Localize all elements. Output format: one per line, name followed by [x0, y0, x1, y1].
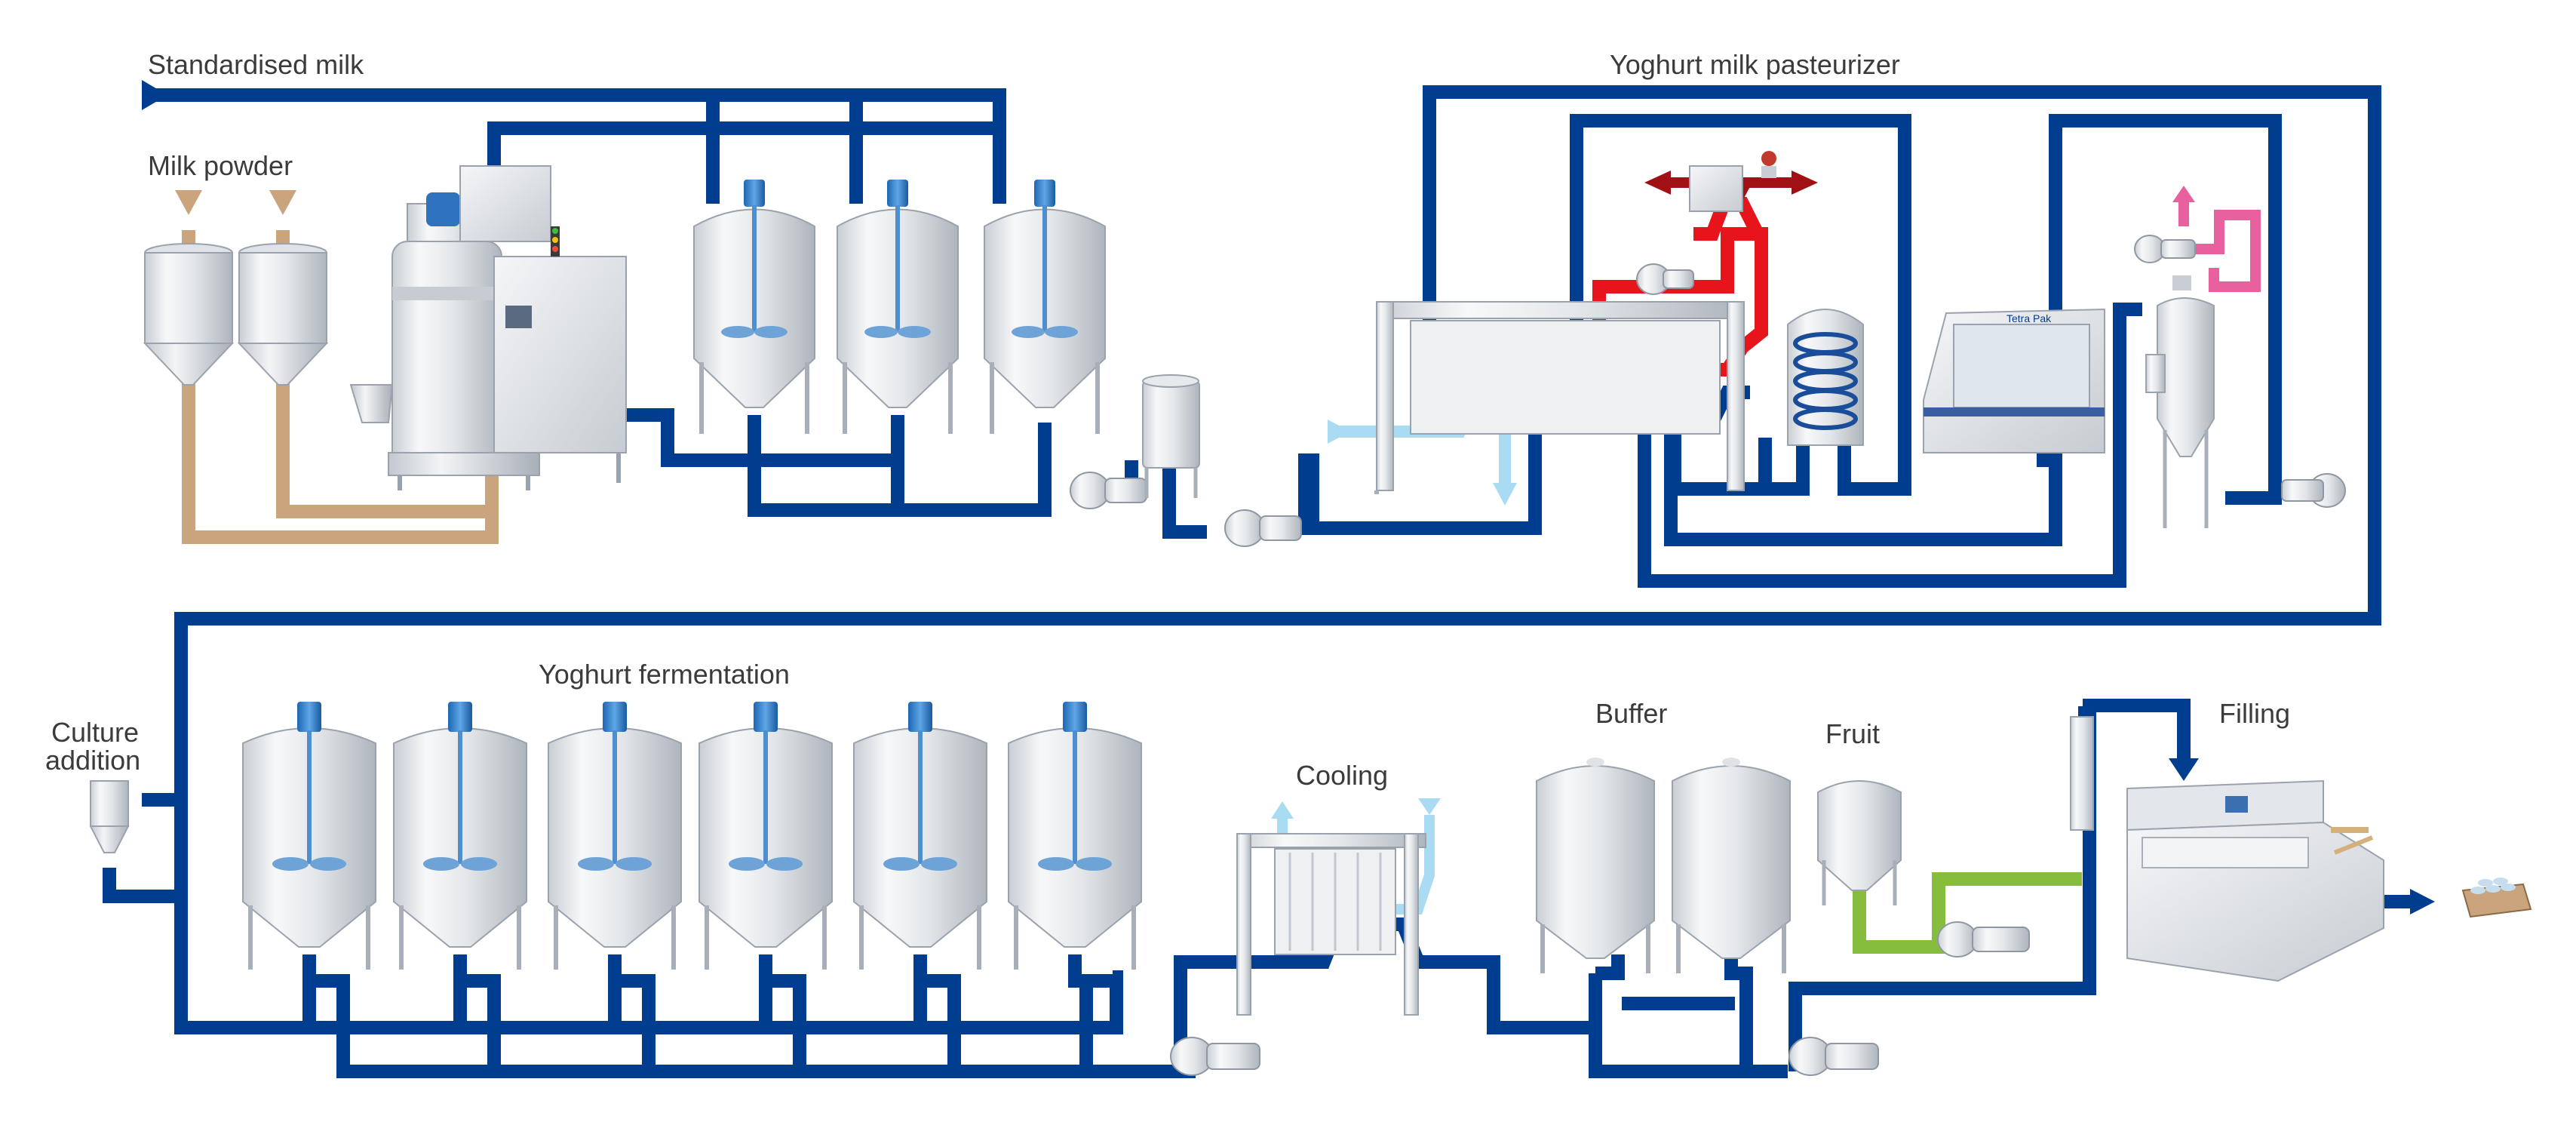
mix-transfer-pipe: [626, 408, 1052, 517]
mix-tanks: [693, 180, 1106, 434]
centrifugal-pump-icon: [1937, 921, 2030, 957]
plate-heat-exchanger-icon: [1236, 833, 1426, 1016]
fruit-pipe: [1853, 872, 2082, 954]
agitated-tank-icon: [853, 702, 987, 970]
fermentation-tanks: [242, 702, 1142, 970]
inline-mixer: [2070, 716, 2094, 831]
filling-inlet-arrow-icon: [2169, 758, 2199, 781]
mixing-tank: [391, 241, 502, 476]
centrifugal-pump-icon: [2281, 473, 2346, 508]
storage-tank-icon: [1536, 758, 1655, 973]
silo-icon: [237, 243, 329, 386]
filling-machine-icon: [2126, 779, 2384, 982]
powder-inlet-arrow-icon: [175, 190, 202, 215]
fermentation-manifold-pipe: [174, 896, 1196, 1078]
motor-icon: [426, 192, 460, 226]
steam-heater: [1689, 151, 1776, 212]
product-out-arrow-icon: [2410, 889, 2435, 914]
steam-inlet-arrow-icon: [1792, 171, 1818, 195]
culture-label-line1: Culture: [51, 717, 139, 748]
mixing-unit: [349, 165, 627, 490]
silo-icon: [143, 243, 235, 386]
milk-powder-label: Milk powder: [148, 150, 293, 181]
steam-outlet-arrow-icon: [1644, 171, 1671, 195]
agitated-tank-icon: [393, 702, 527, 970]
centrifugal-pump-icon: [1070, 472, 1147, 509]
balance-tank: [1142, 374, 1200, 498]
plate-heat-exchanger-icon: [1374, 301, 1745, 494]
powder-hopper: [349, 384, 394, 423]
culture-label-line2: addition: [45, 745, 140, 776]
filling-feed-pipe: [2083, 699, 2191, 762]
pasteurizer-inner-pipe: [1570, 114, 2282, 588]
centrifugal-pump-icon: [2134, 235, 2196, 263]
yoghurt-cups-icon: [2461, 878, 2532, 918]
pasteurizer-label: Yoghurt milk pasteurizer: [1610, 49, 1900, 80]
powder-inlet-arrow-icon: [269, 190, 296, 215]
cooling-water-out-arrow-icon: [1493, 483, 1517, 506]
vent-arrow-icon: [2172, 186, 2195, 202]
standardised-milk-label: Standardised milk: [148, 49, 364, 80]
agitated-tank-icon: [548, 702, 682, 970]
fruit-label: Fruit: [1825, 718, 1880, 749]
fruit-tank: [1817, 780, 1902, 905]
centrifugal-pump-icon: [1788, 1037, 1879, 1076]
cooler-water-out-arrow-icon: [1271, 801, 1294, 819]
cooler-water-in-arrow-icon: [1418, 798, 1441, 815]
fermentation-label: Yoghurt fermentation: [539, 659, 790, 690]
pasteurizer-control-cabinet: Tetra Pak: [1923, 308, 2105, 453]
buffer-pipe: [1589, 702, 2096, 1078]
milk-powder-silos: [143, 190, 329, 386]
control-panel-icon: [493, 256, 627, 453]
agitated-tank-icon: [837, 180, 959, 434]
culture-dosing-vessel: [89, 780, 130, 853]
centrifugal-pump-icon: [1224, 509, 1302, 547]
agitated-tank-icon: [1008, 702, 1142, 970]
holding-tube-icon: [1787, 309, 1864, 446]
cooling-label: Cooling: [1296, 760, 1388, 791]
filling-label: Filling: [2219, 698, 2290, 729]
buffer-label: Buffer: [1595, 698, 1667, 729]
standardised-milk-pipe: [155, 88, 1006, 204]
agitated-tank-icon: [242, 702, 376, 970]
labels: Standardised milk Milk powder Yoghurt mi…: [45, 49, 2290, 791]
buffer-tanks: [1536, 758, 1791, 973]
agitated-tank-icon: [984, 180, 1106, 434]
valve-icon: [1761, 151, 1776, 166]
deaerator-icon: [2145, 275, 2215, 528]
brand-label: Tetra Pak: [2006, 312, 2052, 324]
agitated-tank-icon: [698, 702, 833, 970]
centrifugal-pump-icon: [1170, 1037, 1260, 1076]
milk-inlet-arrow-icon: [142, 80, 167, 110]
storage-tank-icon: [1672, 758, 1791, 973]
cooling-water-in-arrow-icon: [1328, 420, 1350, 444]
centrifugal-pump-icon: [1636, 263, 1694, 295]
agitated-tank-icon: [693, 180, 815, 434]
pasteurizer-loop-pipe: [103, 85, 2381, 903]
